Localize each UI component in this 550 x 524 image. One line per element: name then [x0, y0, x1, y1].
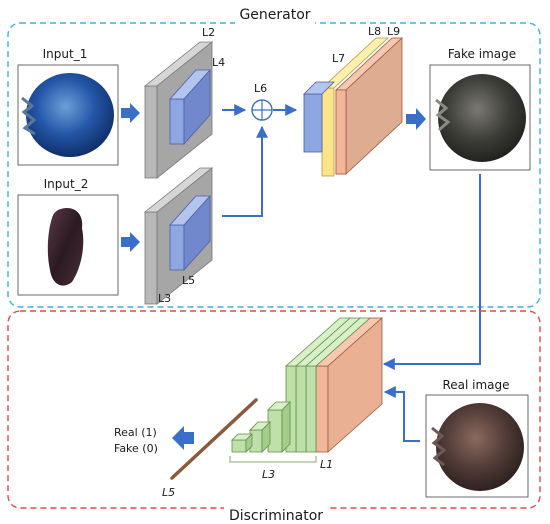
layer-l9-label: L9	[387, 25, 400, 38]
input-1-label: Input_1	[43, 47, 88, 61]
layer-l6-label: L6	[254, 82, 267, 95]
input-2-arrow	[121, 232, 140, 252]
fake-to-discriminator-arrow	[382, 174, 481, 370]
layer-l5-output-rod	[170, 398, 258, 480]
discriminator-section: Discriminator Real image	[7, 310, 541, 524]
layer-l4-label: L4	[212, 56, 225, 69]
output-real-label: Real (1)	[114, 426, 157, 439]
disc-layer-l1-label: L1	[320, 458, 333, 471]
generator-section: Generator Input_1 Input_2 L2 L4	[7, 4, 541, 308]
layer-l5-label: L5	[182, 274, 195, 287]
layer-l8-label: L8	[368, 25, 381, 38]
layer-l6-combine-node	[251, 99, 273, 121]
layer-l9-front-face	[335, 89, 347, 175]
discriminator-title-bg	[224, 506, 328, 524]
layer-l3-label: L3	[158, 292, 171, 305]
disc-layer-l5-label: L5	[162, 486, 175, 499]
layer-l8-yellow-block	[320, 37, 390, 177]
discriminator-output-arrow	[172, 426, 194, 450]
fake-image-label: Fake image	[448, 47, 516, 61]
layer-l1-peach-block	[314, 317, 384, 453]
generator-title: Generator	[239, 7, 310, 23]
layer-l7-blue-block	[303, 81, 335, 153]
input-1-arrow	[121, 103, 140, 123]
output-fake-arrow	[406, 108, 426, 130]
layer-l4-blue-block	[169, 68, 211, 146]
real-image-label: Real image	[442, 378, 509, 392]
l5-to-l6-arrow	[222, 125, 268, 217]
layer-l3-bracket	[229, 456, 317, 463]
green-conv-stack	[231, 317, 372, 453]
real-to-discriminator-arrow	[383, 386, 420, 442]
input-2-label: Input_2	[44, 177, 89, 191]
discriminator-title: Discriminator	[229, 508, 323, 524]
disc-layer-l3-label: L3	[262, 468, 275, 481]
input-1-blueberry-image	[21, 73, 114, 157]
generator-title-bg	[235, 4, 315, 24]
layer-l5-blue-block	[169, 194, 211, 272]
fake-image-fruit	[435, 74, 526, 162]
layer-l7-label: L7	[332, 52, 345, 65]
input-2-raisin-image	[47, 208, 84, 286]
real-image-fruit	[431, 403, 524, 491]
output-fake-label: Fake (0)	[114, 442, 158, 455]
layer-l2-label: L2	[202, 26, 215, 39]
